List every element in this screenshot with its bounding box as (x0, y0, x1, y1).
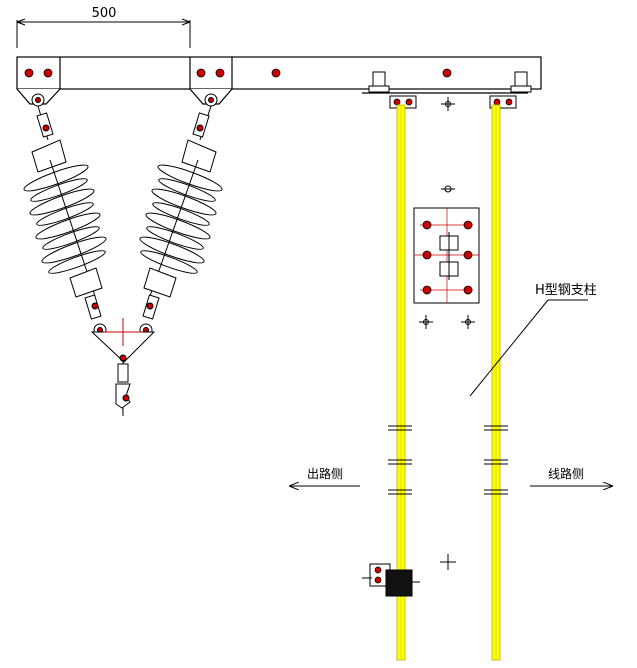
support-leader (469, 299, 588, 397)
left-side-label: 出路侧 (307, 466, 343, 481)
clamp-bolts (393, 98, 513, 106)
insulator-string-left (23, 93, 107, 337)
insulator-string-right (139, 93, 223, 337)
dimension-500 (16, 18, 191, 48)
dimension-text: 500 (92, 6, 117, 21)
mounting-plate (413, 207, 480, 304)
h-steel-post-left (396, 104, 406, 661)
support-label: H型钢支柱 (535, 283, 597, 298)
grounding-terminal (362, 563, 420, 597)
h-steel-post-right (491, 104, 501, 661)
center-marks (419, 97, 475, 570)
right-side-label: 线路侧 (548, 466, 584, 481)
beam-bolts (24, 68, 452, 78)
yoke-plate (90, 318, 156, 416)
band-clamps (388, 425, 508, 495)
cross-arm (16, 56, 542, 105)
